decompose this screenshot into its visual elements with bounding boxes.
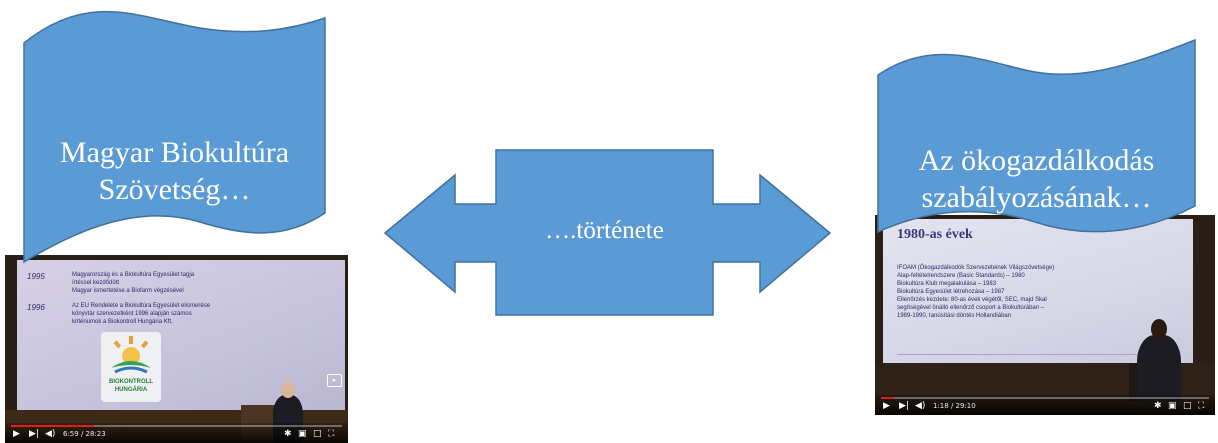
slide-text: IFOAM (Ökogazdálkodók Szervezeteinek Vil… — [897, 265, 1055, 319]
progress-bar[interactable] — [881, 397, 1209, 399]
banner-right-line1: Az ökogazdálkodás — [918, 144, 1155, 177]
banner-right-shape — [877, 38, 1196, 234]
banner-left-label: Magyar Biokultúra Szövetség… — [24, 134, 325, 208]
slide-title: 1980-as évek — [897, 227, 973, 242]
banner-left-line1: Magyar Biokultúra — [59, 136, 290, 169]
miniplayer-icon[interactable]: ▣ — [298, 429, 307, 439]
video-left[interactable]: 1995 Magyarország és a Biokultúra Egyesü… — [5, 255, 348, 443]
next-icon[interactable]: ▶| — [29, 429, 39, 439]
banner-right-line2: szabályozásának… — [921, 181, 1152, 214]
player-controls: ▶ ▶| ◀) 6:59 / 28:23 ✱ ▣ □ ⛶ — [5, 423, 348, 443]
fullscreen-icon[interactable]: ⛶ — [328, 429, 335, 439]
logo-graphic — [111, 336, 151, 374]
slide-text: Az EU Rendelete a Biokultúra Egyesület e… — [72, 303, 211, 325]
fullscreen-icon[interactable]: ⛶ — [1198, 401, 1205, 411]
time-display: 1:18 / 29:10 — [933, 402, 976, 410]
progress-bar[interactable] — [11, 425, 342, 427]
progress-fill — [881, 397, 895, 399]
volume-icon[interactable]: ◀) — [915, 401, 926, 411]
banner-right-label: Az ökogazdálkodás szabályozásának… — [878, 142, 1195, 216]
play-icon[interactable]: ▶ — [13, 429, 20, 439]
slide-year: 1996 — [27, 303, 45, 312]
progress-fill — [11, 425, 94, 427]
speaker-head — [1151, 319, 1167, 339]
video-right[interactable]: 1980-as évek IFOAM (Ökogazdálkodók Szerv… — [875, 215, 1215, 415]
player-controls: ▶ ▶| ◀) 1:18 / 29:10 ✱ ▣ □ ⛶ — [875, 395, 1215, 415]
play-icon[interactable]: ▶ — [883, 401, 890, 411]
double-arrow-shape — [383, 149, 832, 316]
miniplayer-icon[interactable]: ▣ — [1168, 401, 1177, 411]
arrow-label: ….története — [545, 217, 664, 244]
volume-icon[interactable]: ◀) — [45, 429, 56, 439]
theater-icon[interactable]: □ — [1183, 401, 1192, 411]
slide-divider — [897, 354, 1179, 355]
logo-text: BIOKONTROLL HUNGÁRIA — [109, 379, 153, 393]
banner-left-line2: Szövetség… — [98, 173, 251, 206]
settings-icon[interactable]: ✱ — [284, 429, 292, 439]
speaker-head — [281, 382, 295, 398]
slide-year: 1995 — [27, 272, 45, 281]
biokontroll-logo: BIOKONTROLL HUNGÁRIA — [101, 332, 161, 402]
speaker — [1137, 335, 1181, 401]
time-display: 6:59 / 28:23 — [63, 430, 106, 438]
banner-left-shape — [23, 10, 326, 264]
settings-icon[interactable]: ✱ — [1154, 401, 1162, 411]
slide-screen: 1995 Magyarország és a Biokultúra Egyesü… — [17, 260, 345, 418]
theater-icon[interactable]: □ — [313, 429, 322, 439]
next-icon[interactable]: ▶| — [899, 401, 909, 411]
cast-icon[interactable]: ▸ — [327, 374, 342, 387]
slide-text: Magyarország és a Biokultúra Egyesület t… — [72, 272, 195, 294]
